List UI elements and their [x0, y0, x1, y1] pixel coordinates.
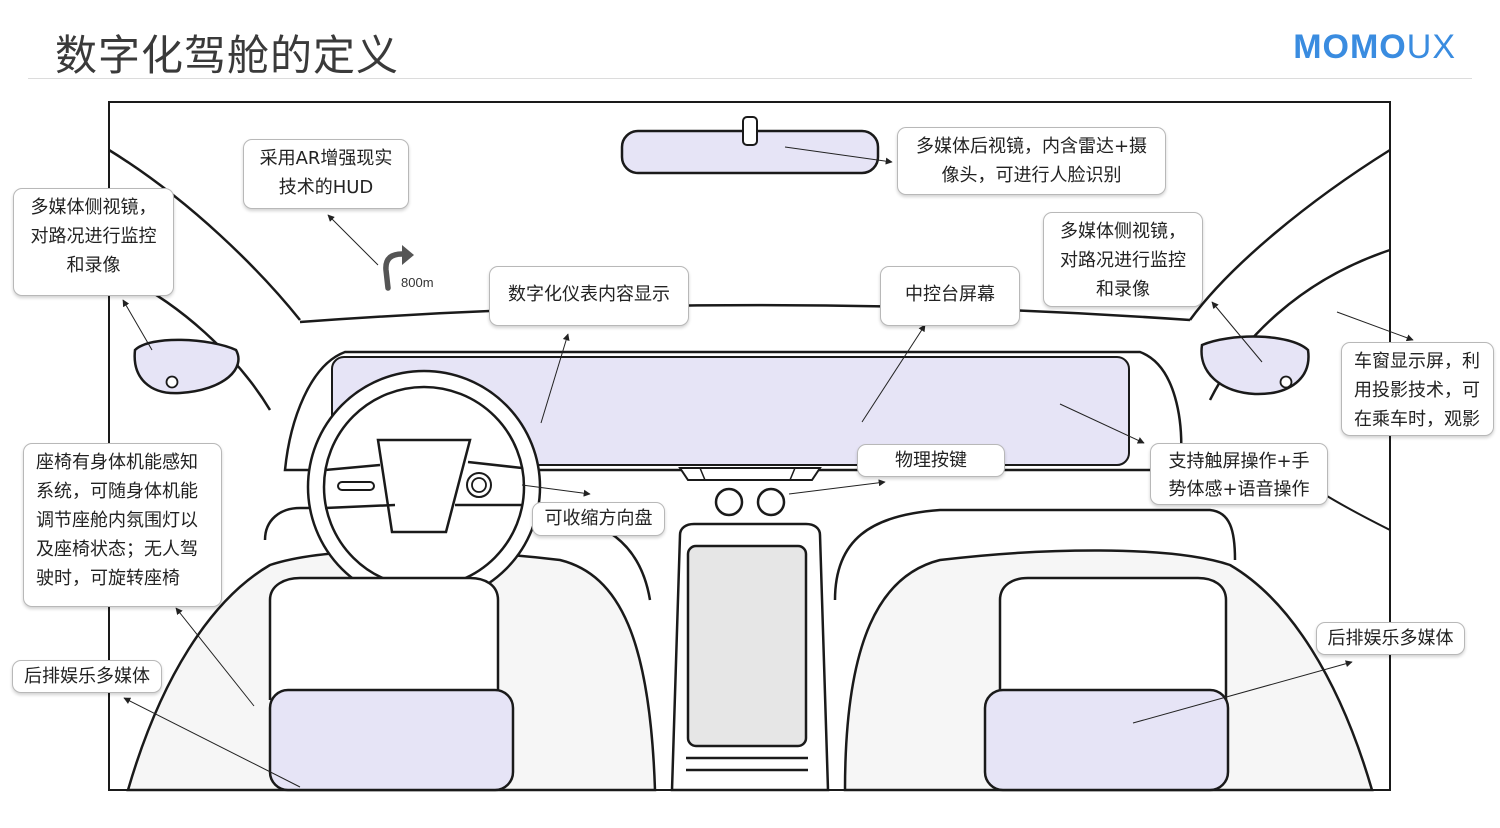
left-headrest-screen	[268, 688, 515, 792]
knob-left	[714, 487, 744, 517]
hud-distance: 800m	[401, 275, 434, 290]
steering-wheel-hub	[376, 438, 472, 534]
callout-touch-gesture-voice: 支持触屏操作+手 势体感+语音操作	[1150, 443, 1328, 505]
hud-turn-arrow	[383, 251, 409, 291]
callout-digital-cluster: 数字化仪表内容显示	[489, 266, 689, 326]
right-headrest-screen	[983, 688, 1230, 792]
header-divider	[28, 78, 1472, 79]
knob-right	[756, 487, 786, 517]
brand-logo: MOMOUX	[1293, 28, 1456, 67]
mirror-mount	[742, 116, 758, 146]
callout-ar-hud: 采用AR增强现实 技术的HUD	[243, 139, 409, 209]
left-headrest-frame	[268, 576, 500, 700]
right-a-pillar	[1188, 148, 1391, 321]
callout-center-console-screen: 中控台屏幕	[880, 266, 1020, 326]
logo-suffix: UX	[1406, 28, 1456, 66]
dashboard-screen	[331, 356, 1130, 466]
logo-main: MOMO	[1293, 28, 1407, 66]
callout-side-mirror-left: 多媒体侧视镜， 对路况进行监控 和录像	[13, 188, 174, 296]
callout-seat-system: 座椅有身体机能感知 系统，可随身体机能 调节座舱内氛围灯以 及座椅状态；无人驾 …	[23, 443, 222, 607]
callout-window-display: 车窗显示屏，利 用投影技术，可 在乘车时，观影	[1341, 342, 1494, 436]
windshield-bottom	[299, 304, 1191, 324]
callout-rear-entertainment-right: 后排娱乐多媒体	[1316, 622, 1465, 655]
right-headrest-frame	[998, 576, 1228, 700]
callout-physical-buttons: 物理按键	[857, 444, 1005, 477]
left-a-pillar	[108, 148, 301, 321]
callout-retractable-wheel: 可收缩方向盘	[532, 502, 665, 536]
callout-rear-mirror: 多媒体后视镜，内含雷达+摄 像头，可进行人脸识别	[897, 127, 1166, 195]
callout-side-mirror-right: 多媒体侧视镜， 对路况进行监控 和录像	[1043, 212, 1203, 307]
callout-rear-entertainment-left: 后排娱乐多媒体	[12, 660, 162, 693]
left-side-mirror	[133, 338, 240, 395]
page-title: 数字化驾舱的定义	[55, 31, 400, 80]
console-screen	[686, 544, 808, 748]
